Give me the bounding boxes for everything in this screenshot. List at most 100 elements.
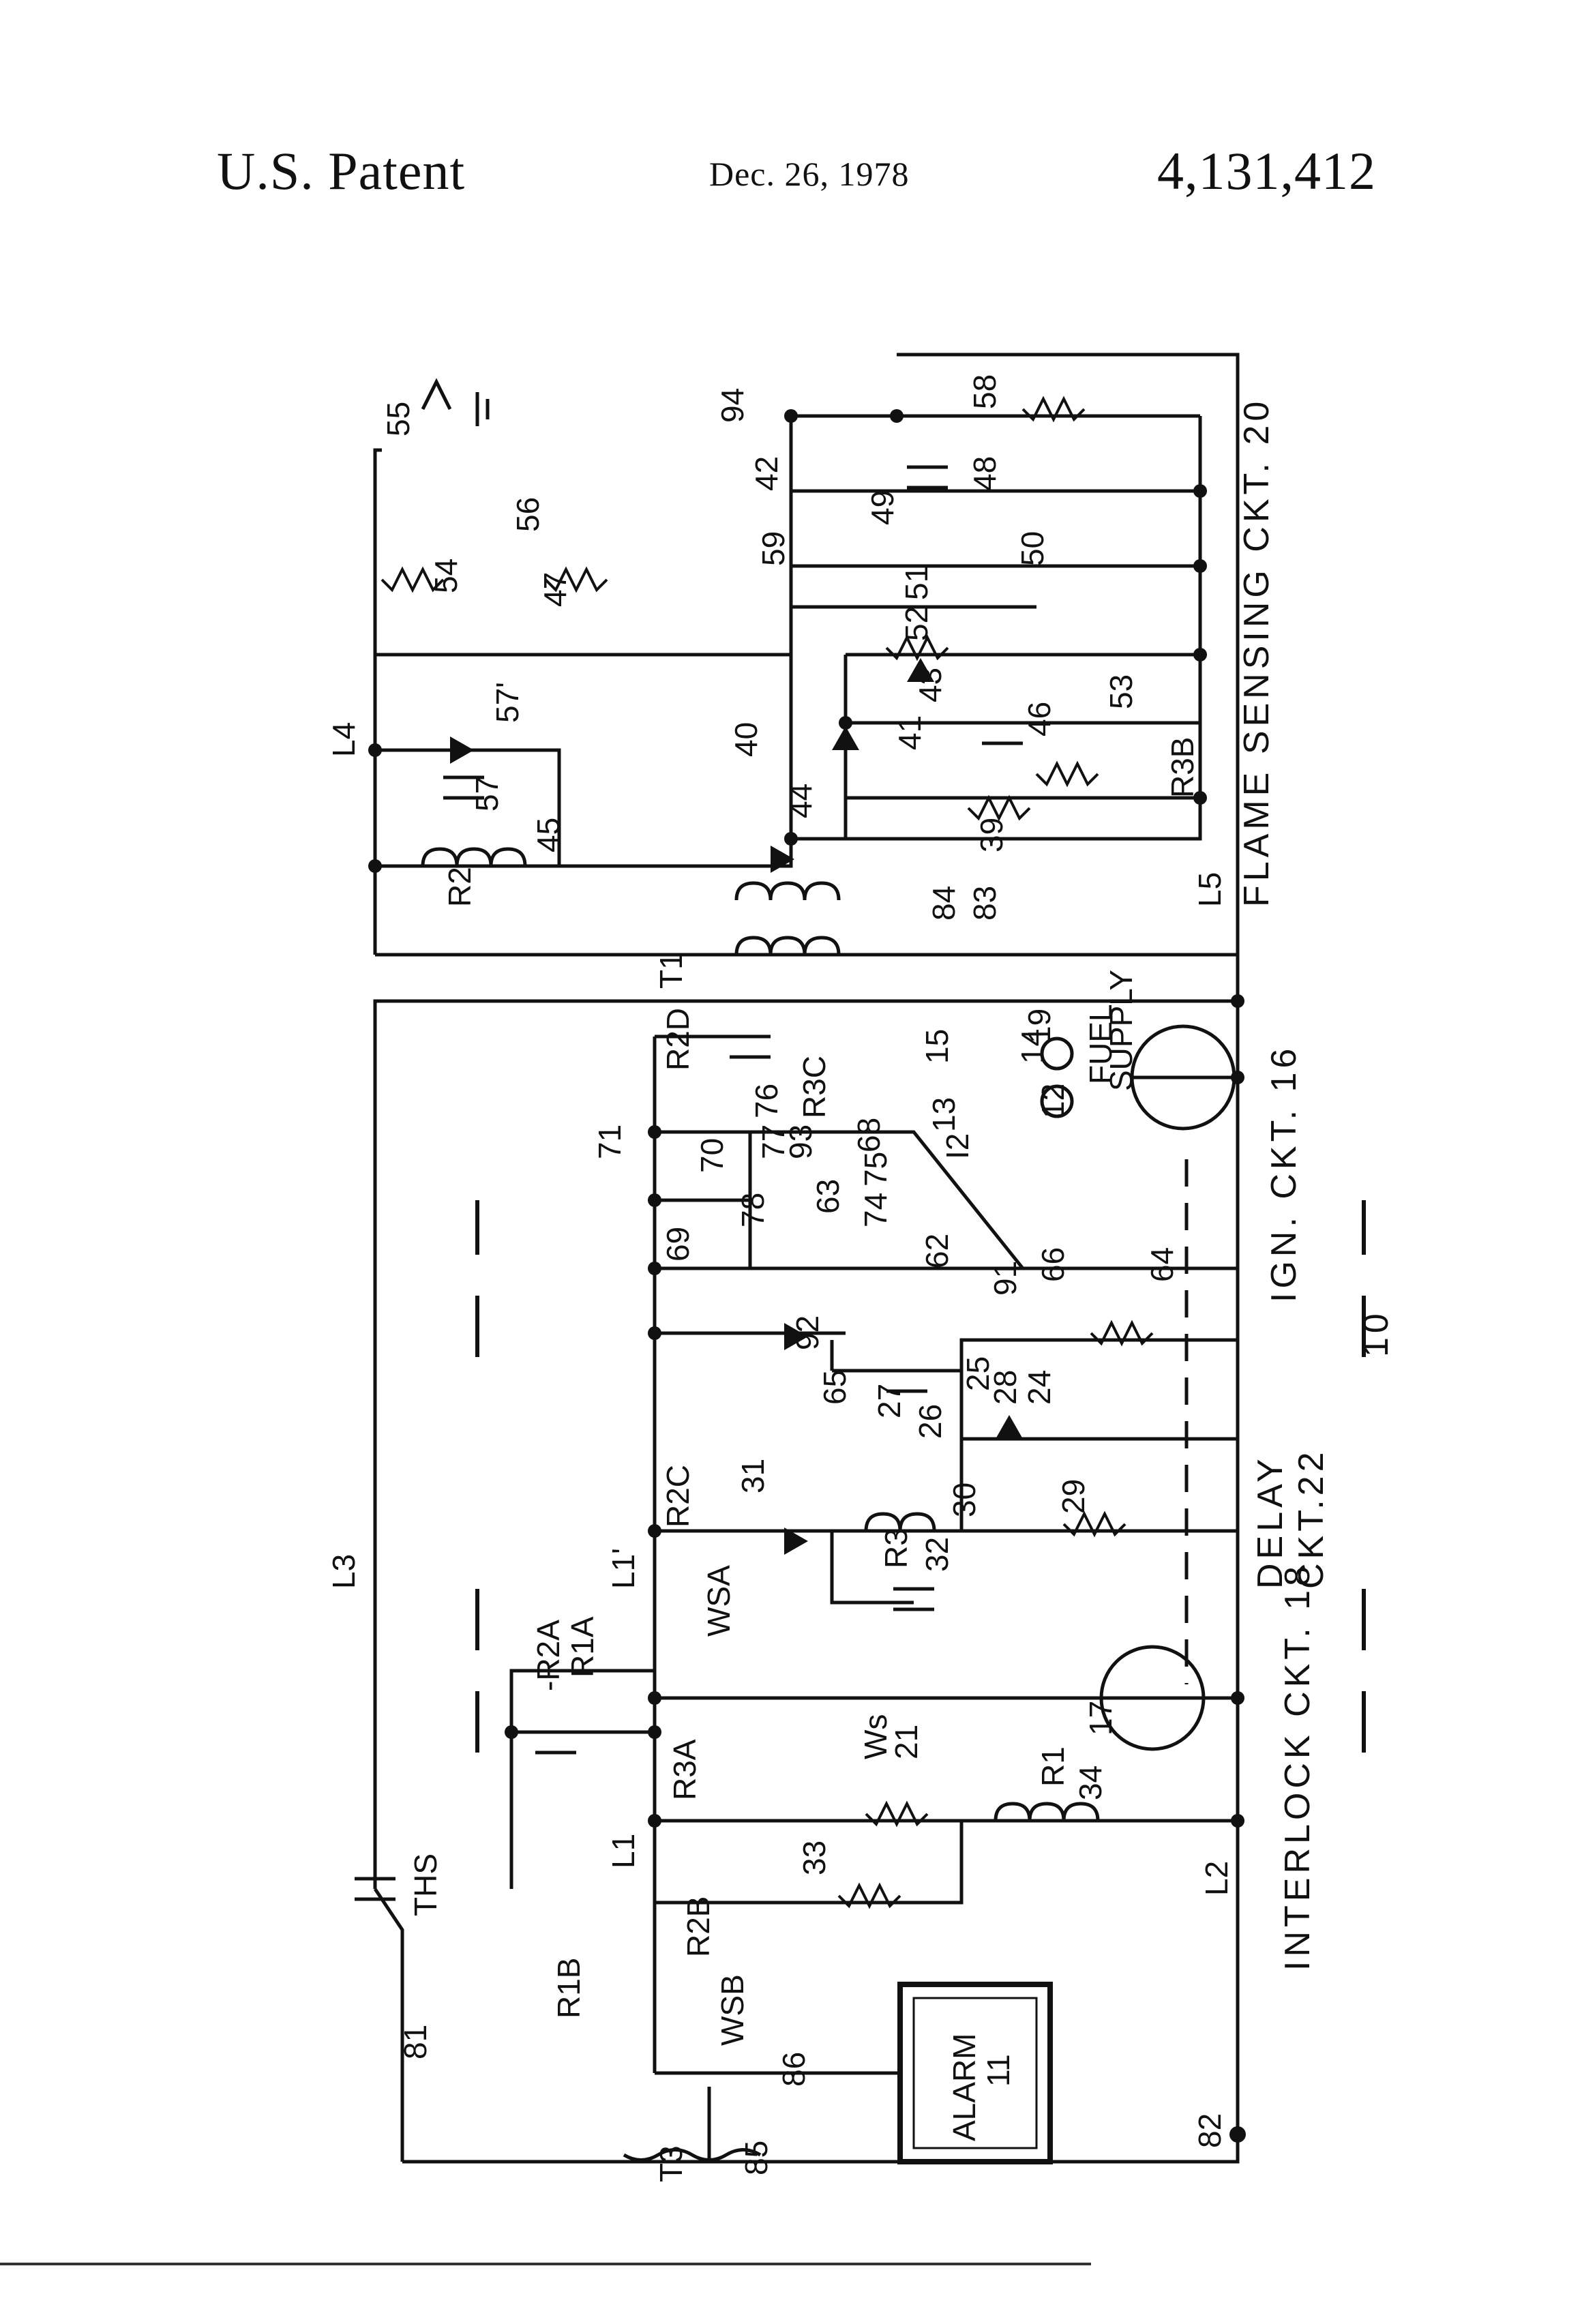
label-wsa: WSA [701,1565,736,1637]
num-71: 71 [592,1124,627,1159]
num-53: 53 [1103,674,1139,709]
num-92: 92 [790,1315,825,1350]
num-91: 91 [987,1261,1023,1296]
num-46: 46 [1021,702,1057,736]
label-r1a: R1A [565,1616,600,1678]
num-32: 32 [919,1537,955,1572]
label-r2c: R2C [660,1465,696,1528]
label-alarm-num: 11 [981,2054,1016,2087]
bottom-rule [0,2263,1091,2265]
label-r1b: R1B [551,1958,586,2018]
num-81: 81 [398,2025,433,2059]
label-l1: L1 [606,1834,641,1868]
num-59: 59 [756,531,791,566]
num-94: 94 [715,388,750,423]
num-84: 84 [926,886,961,921]
label-fig: 10 [1356,1309,1396,1357]
label-i2: I2 [940,1133,975,1159]
component-labels: L3 L4 L5 L1 L1' L2 T1 T3 THS ALARM 11 R1… [326,722,1234,2182]
label-r2a: -R2A [531,1620,566,1691]
num-55: 55 [380,402,416,436]
label-l3: L3 [326,1554,361,1589]
num-74: 74 [858,1193,893,1227]
num-41: 41 [892,715,927,750]
label-r1: R1 [1035,1746,1071,1787]
num-64: 64 [1144,1247,1180,1282]
num-66: 66 [1035,1247,1071,1282]
num-85: 85 [738,2141,774,2175]
num-42: 42 [749,456,784,491]
label-r2b: R2B [681,1896,716,1957]
num-65: 65 [817,1370,852,1405]
num-44: 44 [783,784,818,818]
label-l2: L2 [1199,1861,1234,1896]
num-27: 27 [871,1384,907,1418]
num-57: 57 [469,777,505,811]
num-13: 13 [926,1097,961,1132]
num-56: 56 [510,497,546,532]
num-62: 62 [919,1234,955,1268]
num-15: 15 [919,1029,955,1064]
num-43: 43 [912,668,948,702]
num-52: 52 [899,606,934,641]
label-t1: T1 [653,952,689,989]
num-58: 58 [967,374,1002,409]
label-r3b: R3B [1165,737,1200,798]
label-delay-b: CKT.22 [1292,1448,1331,1589]
num-50: 50 [1015,531,1050,566]
num-17: 17 [1083,1701,1118,1735]
label-r3c: R3C [796,1056,832,1118]
num-86: 86 [776,2052,811,2087]
num-47: 47 [537,572,573,607]
label-t3: T3 [653,2145,689,2182]
num-39: 39 [974,818,1009,852]
num-75: 75 [858,1152,893,1187]
num-63: 63 [810,1179,846,1214]
num-33: 33 [796,1841,832,1875]
num-31: 31 [735,1459,771,1493]
num-45: 45 [531,818,566,852]
num-83: 83 [967,886,1002,921]
num-78: 78 [735,1193,771,1227]
num-76: 76 [749,1084,784,1118]
label-interlock: INTERLOCK CKT. 18 [1278,1562,1317,1971]
num-28: 28 [987,1370,1023,1405]
label-flame: FLAME SENSING CKT. 20 [1237,398,1277,907]
label-l5: L5 [1192,872,1227,907]
num-54: 54 [428,558,464,593]
num-29: 29 [1056,1479,1091,1514]
num-24: 24 [1021,1370,1057,1405]
label-r3a: R3A [667,1739,702,1800]
label-alarm: ALARM [946,2034,982,2141]
num-68: 68 [851,1118,886,1152]
num-30: 30 [946,1483,982,1517]
label-wsb: WSB [715,1974,750,2046]
num-19: 19 [1021,1009,1057,1043]
label-r3: R3 [878,1528,914,1568]
label-l4: L4 [326,722,361,757]
num-12: 12 [1035,1084,1071,1118]
num-48: 48 [967,456,1002,491]
section-labels: INTERLOCK CKT. 18 DELAY CKT.22 IGN. CKT.… [1237,398,1396,1971]
label-l1p: L1' [606,1548,641,1589]
num-26: 26 [912,1404,948,1439]
num-34: 34 [1073,1766,1108,1800]
wiring [375,355,1238,2162]
num-21: 21 [889,1725,924,1759]
num-49: 49 [865,490,900,525]
num-69: 69 [660,1227,696,1262]
num-93: 93 [783,1124,818,1159]
label-supply: SUPPLY [1103,970,1139,1091]
num-51: 51 [899,565,934,600]
label-ths: THS [408,1853,443,1916]
reference-numerals: 81 82 85 86 33 34 21 17 32 30 29 31 25 2… [380,374,1227,2175]
label-ign: IGN. CKT. 16 [1264,1045,1304,1302]
label-r2: R2 [442,867,477,907]
num-57p: 57' [490,682,525,723]
label-r2d: R2D [660,1008,696,1071]
num-40: 40 [728,722,764,757]
num-70: 70 [694,1138,730,1173]
label-delay-a: DELAY [1251,1455,1290,1589]
num-82: 82 [1192,2113,1227,2148]
